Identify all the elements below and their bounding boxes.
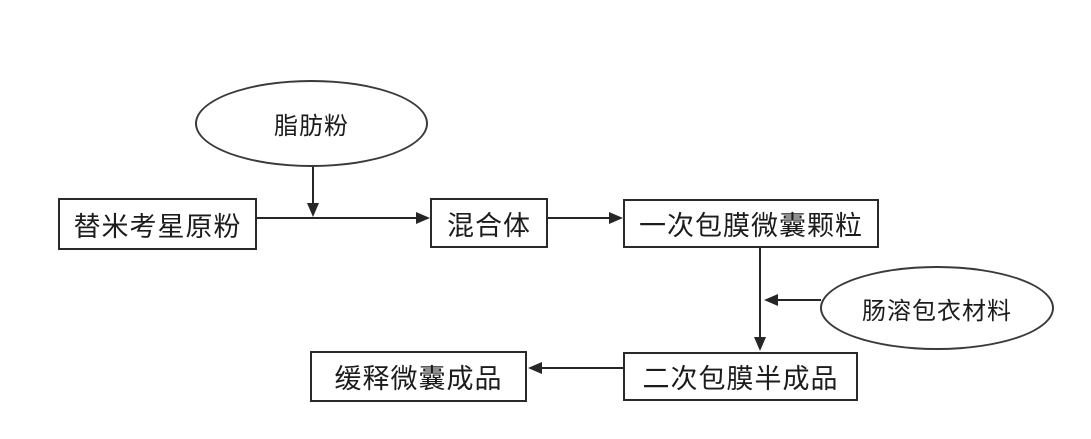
node-final-product: 缓释微囊成品 bbox=[310, 351, 527, 402]
arrow-fat-powder-down bbox=[307, 167, 319, 217]
node-mixture: 混合体 bbox=[430, 198, 548, 248]
node-mixture-label: 混合体 bbox=[447, 210, 531, 241]
node-enteric-material-label: 肠溶包衣材料 bbox=[862, 297, 1012, 325]
node-enteric-material: 肠溶包衣材料 bbox=[820, 266, 1054, 350]
node-raw-powder-label: 替米考星原粉 bbox=[73, 211, 242, 242]
arrow-enteric-material-left bbox=[764, 294, 821, 306]
node-final-product-label: 缓释微囊成品 bbox=[334, 364, 503, 394]
arrow-raw-powder-to-mixture bbox=[256, 212, 430, 224]
arrow-mixture-to-first-coating bbox=[548, 212, 623, 224]
arrow-second-coating-to-final-product bbox=[528, 362, 623, 374]
node-first-coating: 一次包膜微囊颗粒 bbox=[623, 199, 879, 248]
arrow-first-coating-to-second-coating bbox=[754, 248, 766, 351]
node-second-coating-label: 二次包膜半成品 bbox=[642, 364, 839, 394]
node-second-coating: 二次包膜半成品 bbox=[623, 352, 858, 401]
node-fat-powder-label: 脂肪粉 bbox=[274, 113, 349, 140]
node-fat-powder: 脂肪粉 bbox=[195, 80, 428, 167]
node-raw-powder: 替米考星原粉 bbox=[58, 198, 257, 250]
node-first-coating-label: 一次包膜微囊颗粒 bbox=[639, 211, 863, 241]
